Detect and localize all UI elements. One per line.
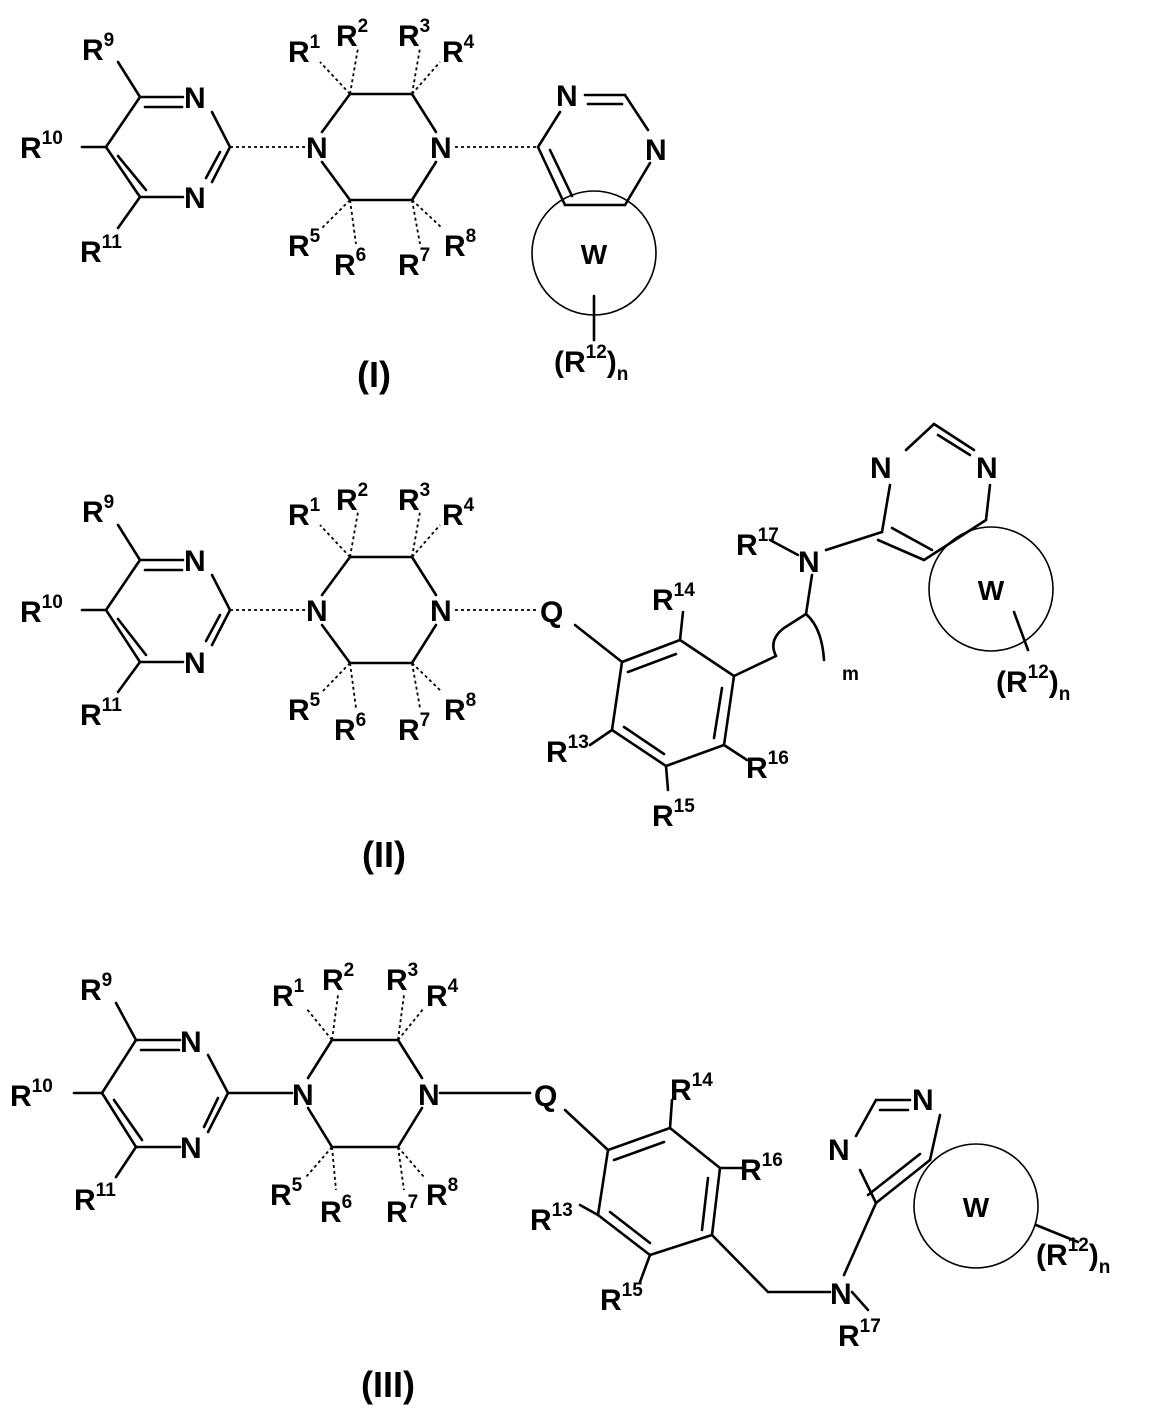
nitrogen-label: N: [556, 80, 578, 113]
compound-label: (I): [357, 354, 391, 395]
r1-label: R1: [288, 32, 321, 69]
nitrogen-label: N: [418, 1079, 440, 1112]
r2-label: R2: [336, 16, 368, 53]
r2-label: R2: [322, 960, 354, 997]
w-ring-label: W: [978, 575, 1005, 606]
nitrogen-label: N: [870, 452, 892, 485]
nitrogen-label: N: [180, 1132, 202, 1165]
r8-label: R8: [426, 1175, 458, 1212]
nitrogen-label: N: [306, 132, 328, 165]
r8-label: R8: [444, 226, 476, 263]
r10-label: R10: [20, 592, 63, 629]
r17-label: R17: [736, 525, 779, 562]
r10-label: R10: [10, 1076, 53, 1113]
nitrogen-label: N: [430, 132, 452, 165]
nitrogen-label: N: [184, 182, 206, 215]
r5-label: R5: [288, 690, 321, 727]
r14-label: R14: [652, 580, 695, 617]
r3-label: R3: [386, 960, 418, 997]
r17-label: R17: [838, 1316, 881, 1353]
nitrogen-label: N: [645, 134, 667, 167]
nitrogen-label: N: [976, 452, 998, 485]
r12n-label: (R12)n: [996, 662, 1070, 705]
nitrogen-label: N: [184, 647, 206, 680]
r4-label: R4: [426, 976, 459, 1013]
r15-label: R15: [652, 796, 695, 833]
r11-label: R11: [74, 1180, 116, 1217]
benzene-ring: [598, 1128, 720, 1255]
nitrogen-label: N: [430, 595, 452, 628]
r4-label: R4: [442, 32, 475, 69]
r8-label: R8: [444, 690, 476, 727]
r9-label: R9: [82, 30, 114, 67]
r1-label: R1: [272, 976, 305, 1013]
r5-label: R5: [288, 226, 321, 263]
w-ring-label: W: [963, 1192, 990, 1223]
r6-label: R6: [334, 245, 366, 282]
atom-labels: R9R10R11NNNNR1R2R3R4R5R6R7R8NNW(R12)n(I)…: [10, 16, 1110, 1405]
piperazine-ring: [322, 94, 436, 200]
m-label: m: [842, 664, 859, 685]
nitrogen-label: N: [830, 1278, 852, 1311]
r3-label: R3: [398, 480, 430, 517]
q-label: Q: [534, 1080, 557, 1113]
r4-label: R4: [442, 495, 475, 532]
compound-label: (III): [361, 1364, 415, 1405]
r11-label: R11: [80, 695, 122, 732]
r15-label: R15: [600, 1280, 643, 1317]
nitrogen-label: N: [912, 1084, 934, 1117]
r14-label: R14: [670, 1070, 713, 1107]
nitrogen-label: N: [828, 1134, 850, 1167]
q-label: Q: [540, 596, 563, 629]
r9-label: R9: [80, 970, 112, 1007]
r12n-label: (R12)n: [1036, 1235, 1110, 1278]
r7-label: R7: [398, 245, 430, 282]
nitrogen-label: N: [306, 595, 328, 628]
pyrimidine-ring: [106, 97, 230, 197]
r7-label: R7: [386, 1192, 418, 1229]
w-ring-label: W: [581, 239, 608, 270]
nitrogen-label: N: [292, 1079, 314, 1112]
nitrogen-label: N: [184, 82, 206, 115]
r5-label: R5: [270, 1175, 303, 1212]
r9-label: R9: [82, 492, 114, 529]
r13-label: R13: [530, 1200, 573, 1237]
r12n-label: (R12)n: [554, 342, 628, 385]
nitrogen-label: N: [798, 546, 820, 579]
r16-label: R16: [740, 1150, 783, 1187]
r1-label: R1: [288, 495, 321, 532]
r7-label: R7: [398, 710, 430, 747]
compound-label: (II): [362, 834, 406, 875]
r6-label: R6: [320, 1192, 352, 1229]
r13-label: R13: [546, 732, 589, 769]
r10-label: R10: [20, 128, 63, 165]
r6-label: R6: [334, 710, 366, 747]
r11-label: R11: [80, 232, 122, 269]
benzene-ring: [612, 640, 734, 766]
compound-3: [74, 995, 1078, 1310]
r2-label: R2: [336, 480, 368, 517]
r16-label: R16: [746, 748, 789, 785]
r3-label: R3: [398, 16, 430, 53]
nitrogen-label: N: [184, 545, 206, 578]
pyrimidine-ring-fused: [538, 95, 650, 205]
nitrogen-label: N: [180, 1026, 202, 1059]
